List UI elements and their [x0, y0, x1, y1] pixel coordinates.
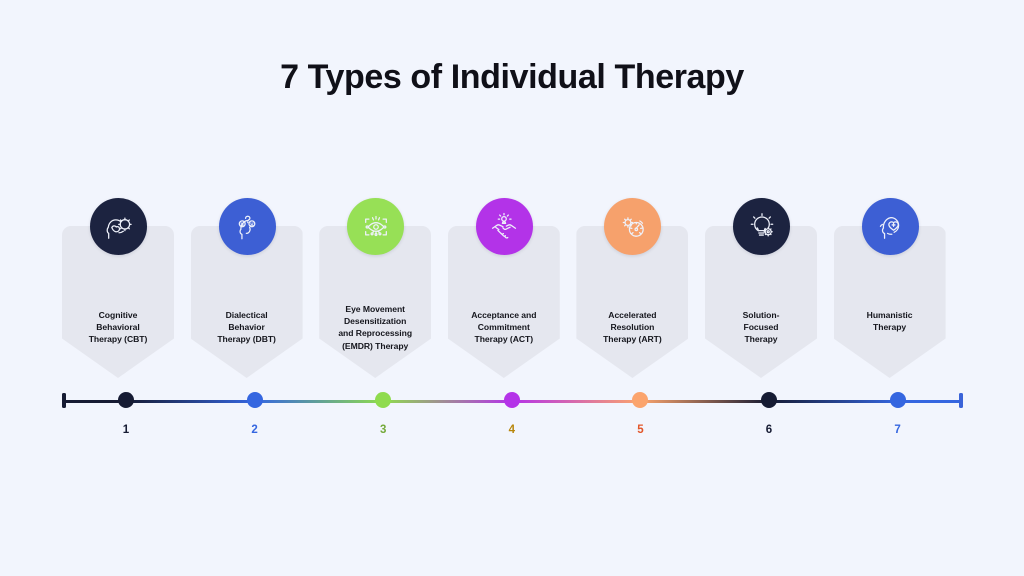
card-label-line: Accelerated [608, 310, 657, 320]
timeline-start-cap [62, 393, 66, 408]
card-label-line: and Reprocessing [338, 328, 413, 339]
timeline-number-2: 2 [251, 424, 258, 436]
card-label-line: Eye Movement [345, 304, 405, 314]
timeline-dot-7[interactable] [889, 392, 906, 408]
timeline-number-1: 1 [122, 424, 130, 436]
eye-scan-icon[interactable] [347, 198, 405, 255]
timeline-dot-2[interactable] [246, 392, 263, 408]
timeline-dot-1[interactable] [118, 392, 134, 408]
card-label-line: Behavior [228, 322, 265, 333]
card-label-line: Commitment [477, 322, 530, 333]
card-label-line: Cognitive [98, 310, 138, 320]
card-label-line: Resolution [610, 322, 655, 333]
head-heart-plus-icon[interactable] [861, 198, 919, 255]
timeline: 1 2 3 4 5 6 7 [0, 392, 1024, 436]
timeline-end-cap [959, 393, 963, 408]
card-label-line: Therapy (DBT) [217, 334, 276, 345]
card-label-line: Therapy [873, 322, 907, 333]
timeline-dot-6[interactable] [761, 392, 777, 408]
card-label-line: Therapy (ACT) [474, 334, 534, 345]
card-label-line: Therapy (CBT) [88, 334, 148, 345]
card-label-line: Desensitization [344, 316, 407, 327]
head-emotions-icon[interactable] [218, 198, 276, 255]
card-label-line: Therapy [744, 334, 778, 345]
timeline-number-6: 6 [765, 424, 773, 436]
card-label-line: Dialectical [225, 310, 268, 320]
timeline-number-4: 4 [508, 424, 515, 436]
card-label-line: Humanistic [866, 310, 913, 320]
timeline-dot-5[interactable] [632, 392, 649, 408]
card-label-line: Therapy (ART) [603, 334, 662, 345]
gear-gauge-icon[interactable] [604, 198, 662, 255]
timeline-dot-4[interactable] [503, 392, 520, 408]
card-label-line: Acceptance and [471, 310, 537, 320]
card-label-line: Solution- [742, 310, 780, 320]
timeline-number-5: 5 [637, 424, 644, 436]
card-label-line: Focused [743, 322, 779, 333]
timeline-dot-3[interactable] [375, 392, 392, 408]
card-label-line: Behavioral [96, 322, 140, 333]
timeline-number-3: 3 [379, 424, 387, 436]
card-label-line: (EMDR) Therapy [342, 340, 409, 351]
timeline-number-7: 7 [894, 424, 901, 436]
lightbulb-gear-icon[interactable] [733, 198, 790, 255]
head-brain-gear-icon[interactable] [90, 198, 147, 255]
handshake-idea-icon[interactable] [475, 198, 533, 255]
page-title: 7 Types of Individual Therapy [280, 58, 744, 96]
